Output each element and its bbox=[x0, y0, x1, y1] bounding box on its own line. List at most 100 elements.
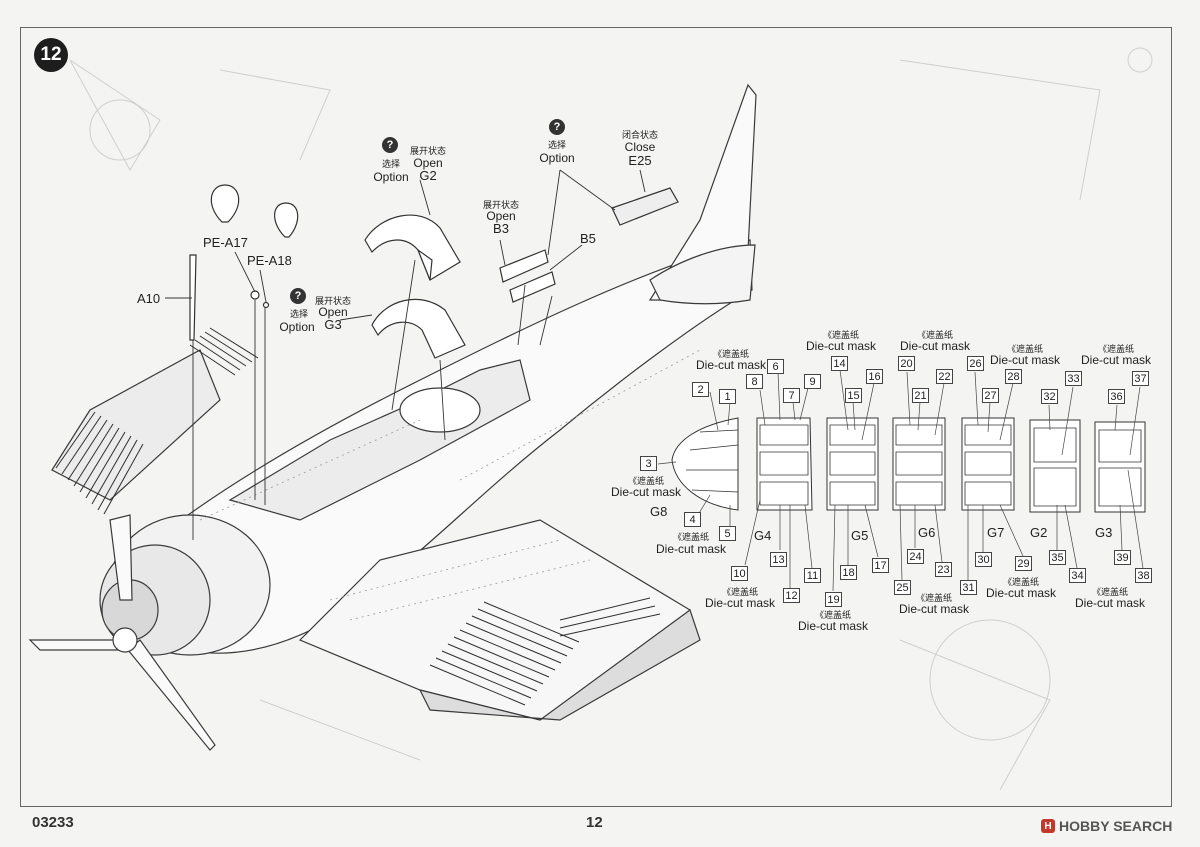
mask-en-label: Die-cut mask bbox=[805, 339, 876, 353]
mask-number-4: 4 bbox=[684, 512, 701, 527]
mask-cn-label: 《遮盖纸 bbox=[1097, 344, 1134, 354]
left-wing-ribs bbox=[51, 349, 221, 501]
mask-number-22: 22 bbox=[936, 369, 953, 384]
option-cn-label: 选择 bbox=[381, 159, 400, 169]
mask-number-27: 27 bbox=[982, 388, 999, 403]
mask-cn-label: 《遮盖纸 bbox=[721, 587, 758, 597]
mask-number-28: 28 bbox=[1005, 369, 1022, 384]
open-cn-label: 展开状态 bbox=[482, 200, 519, 210]
mask-en-label: Die-cut mask bbox=[985, 586, 1056, 600]
mask-number-24: 24 bbox=[907, 549, 924, 564]
mask-number-9: 9 bbox=[804, 374, 821, 389]
option-en-label: Option bbox=[279, 320, 315, 334]
pe-a17-label: PE-A17 bbox=[203, 235, 248, 250]
mask-en-label: Die-cut mask bbox=[695, 358, 766, 372]
g3-mask-label: G3 bbox=[1095, 525, 1113, 540]
g2-label: G2 bbox=[419, 168, 437, 183]
e25-label: E25 bbox=[628, 153, 652, 168]
mask-cn-label: 《遮盖纸 bbox=[1091, 587, 1128, 597]
mask-number-23: 23 bbox=[935, 562, 952, 577]
mask-en-label: Die-cut mask bbox=[797, 619, 868, 633]
mask-number-39: 39 bbox=[1114, 550, 1131, 565]
b3-label: B3 bbox=[493, 221, 509, 236]
g6-label: G6 bbox=[918, 525, 936, 540]
page-number: 12 bbox=[586, 814, 603, 831]
close-en-label: Close bbox=[624, 140, 656, 154]
mask-number-12: 12 bbox=[783, 588, 800, 603]
mask-en-label: Die-cut mask bbox=[1074, 596, 1145, 610]
open-en-label: Open bbox=[486, 209, 516, 223]
mask-number-26: 26 bbox=[967, 356, 984, 371]
open-en-label: Open bbox=[318, 305, 348, 319]
mask-number-14: 14 bbox=[831, 356, 848, 371]
product-code: 03233 bbox=[32, 814, 74, 831]
g8-label: G8 bbox=[650, 504, 668, 519]
step-number-badge: 12 bbox=[34, 38, 68, 72]
mask-number-3: 3 bbox=[640, 456, 657, 471]
mask-number-2: 2 bbox=[692, 382, 709, 397]
option-cn-label: 选择 bbox=[547, 140, 566, 150]
mask-number-20: 20 bbox=[898, 356, 915, 371]
mask-en-label: Die-cut mask bbox=[898, 602, 969, 616]
mask-number-19: 19 bbox=[825, 592, 842, 607]
mask-number-7: 7 bbox=[783, 388, 800, 403]
option-en-label: Option bbox=[373, 170, 409, 184]
g7-label: G7 bbox=[987, 525, 1005, 540]
g2-mask-label: G2 bbox=[1030, 525, 1048, 540]
g5-label: G5 bbox=[851, 528, 869, 543]
mask-en-label: Die-cut mask bbox=[989, 353, 1060, 367]
mask-number-29: 29 bbox=[1015, 556, 1032, 571]
question-icon: ? bbox=[290, 288, 306, 304]
option-en-label: Option bbox=[539, 151, 575, 165]
mask-number-18: 18 bbox=[840, 565, 857, 580]
mask-number-30: 30 bbox=[975, 552, 992, 567]
mask-number-37: 37 bbox=[1132, 371, 1149, 386]
mask-en-label: Die-cut mask bbox=[1080, 353, 1151, 367]
mask-en-label: Die-cut mask bbox=[899, 339, 970, 353]
mask-number-15: 15 bbox=[845, 388, 862, 403]
a10-label: A10 bbox=[137, 291, 161, 306]
question-icon: ? bbox=[549, 119, 565, 135]
mask-cn-label: 《遮盖纸 bbox=[1002, 577, 1039, 587]
mask-cn-label: 《遮盖纸 bbox=[915, 593, 952, 603]
mask-cn-label: 《遮盖纸 bbox=[814, 610, 851, 620]
mask-cn-label: 《遮盖纸 bbox=[916, 330, 953, 340]
mask-number-35: 35 bbox=[1049, 550, 1066, 565]
pe-a18-label: PE-A18 bbox=[247, 253, 292, 268]
watermark-text: HOBBY SEARCH bbox=[1059, 818, 1173, 834]
mask-number-25: 25 bbox=[894, 580, 911, 595]
mask-cn-label: 《遮盖纸 bbox=[712, 349, 749, 359]
mask-cn-label: 《遮盖纸 bbox=[672, 532, 709, 542]
mask-number-17: 17 bbox=[872, 558, 889, 573]
mask-number-10: 10 bbox=[731, 566, 748, 581]
watermark-logo: H HOBBY SEARCH bbox=[1041, 818, 1172, 834]
open-cn-label: 展开状态 bbox=[314, 296, 351, 306]
mask-number-38: 38 bbox=[1135, 568, 1152, 583]
mask-number-13: 13 bbox=[770, 552, 787, 567]
mask-en-label: Die-cut mask bbox=[610, 485, 681, 499]
hobby-search-icon: H bbox=[1041, 819, 1055, 833]
mask-number-8: 8 bbox=[746, 374, 763, 389]
mask-number-34: 34 bbox=[1069, 568, 1086, 583]
open-en-label: Open bbox=[413, 156, 443, 170]
b5-label: B5 bbox=[580, 231, 596, 246]
mask-number-31: 31 bbox=[960, 580, 977, 595]
g4-label: G4 bbox=[754, 528, 772, 543]
mask-cn-label: 《遮盖纸 bbox=[1006, 344, 1043, 354]
option-cn-label: 选择 bbox=[289, 309, 308, 319]
page-frame bbox=[20, 27, 1172, 807]
mask-number-1: 1 bbox=[719, 389, 736, 404]
question-icon: ? bbox=[382, 137, 398, 153]
mask-number-21: 21 bbox=[912, 388, 929, 403]
open-cn-label: 展开状态 bbox=[409, 146, 446, 156]
mask-cn-label: 《遮盖纸 bbox=[822, 330, 859, 340]
g3-label: G3 bbox=[324, 317, 342, 332]
mask-number-16: 16 bbox=[866, 369, 883, 384]
close-cn-label: 闭合状态 bbox=[621, 130, 658, 140]
mask-number-5: 5 bbox=[719, 526, 736, 541]
mask-en-label: Die-cut mask bbox=[704, 596, 775, 610]
mask-en-label: Die-cut mask bbox=[655, 542, 726, 556]
mask-cn-label: 《遮盖纸 bbox=[627, 476, 664, 486]
